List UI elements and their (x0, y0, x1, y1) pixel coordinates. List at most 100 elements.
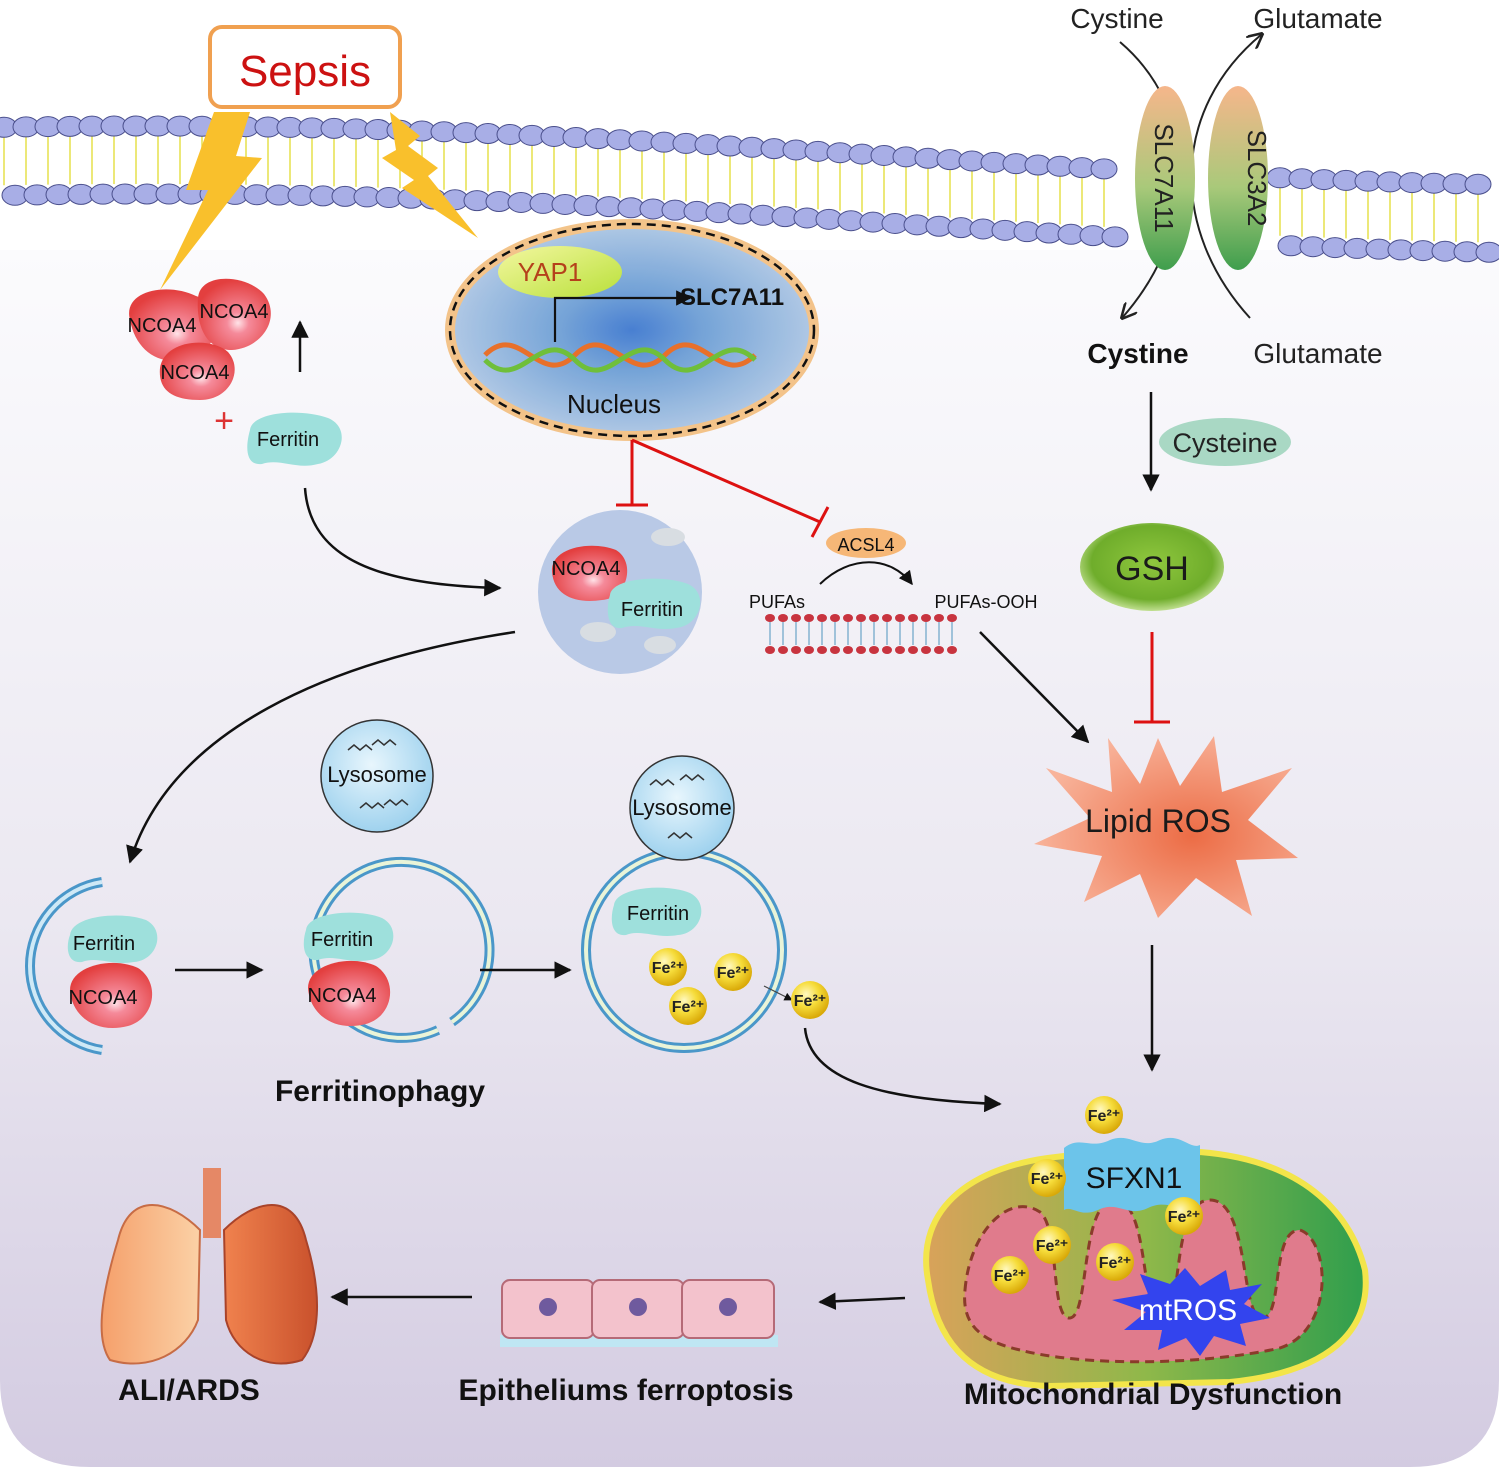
fe2-label: Fe²⁺ (717, 965, 749, 982)
fe2-label: Fe²⁺ (1099, 1255, 1131, 1272)
lipid-head (869, 646, 879, 654)
mtros-label: mtROS (1139, 1294, 1237, 1327)
lipid-to-ros-arrow (979, 631, 1090, 744)
ferritinophagy: Lysosome Ferritin NCOA4 Ferritin NCOA4 L… (25, 719, 1002, 1113)
iron-to-mito-arrow (803, 1027, 1002, 1113)
lipid-head (921, 646, 931, 654)
lipid-head (934, 646, 944, 654)
fe2-ion (991, 1256, 1029, 1294)
autophagosome-to-ferritinophagy-arrow (126, 630, 516, 864)
ferritin-blob (247, 412, 342, 466)
vesicle (644, 636, 676, 654)
ncoa4-blob (159, 342, 235, 400)
enzyme-squiggle (649, 779, 675, 786)
pufas-label: PUFAs (749, 592, 805, 612)
cysteine-label: Cysteine (1172, 428, 1277, 458)
lipid-ros-burst (1034, 736, 1298, 918)
vesicle (651, 528, 685, 546)
dna-strand-b (483, 347, 757, 373)
lipid-peroxidation: ACSL4 PUFAs PUFAs-OOH (749, 528, 1090, 744)
sfxn1-channel (1064, 1137, 1200, 1213)
epithelium-caption: Epitheliums ferroptosis (458, 1374, 793, 1407)
mito-caption: Mitochondrial Dysfunction (964, 1378, 1342, 1411)
ferritin-blob (303, 912, 394, 961)
fe2-label: Fe²⁺ (994, 1268, 1026, 1285)
iron-release-arrow (763, 985, 793, 1001)
fe2-ion (791, 981, 829, 1019)
acsl4-node (826, 528, 906, 558)
transcription-arrow (553, 290, 692, 342)
iron-ions: Fe²⁺Fe²⁺Fe²⁺Fe²⁺Fe²⁺Fe²⁺Fe²⁺Fe²⁺Fe²⁺Fe²⁺ (649, 948, 1203, 1294)
fe2-label: Fe²⁺ (652, 960, 684, 977)
lipid-ros-label: Lipid ROS (1085, 803, 1231, 839)
lipid-head (791, 646, 801, 654)
ferritinophagy-caption: Ferritinophagy (275, 1075, 485, 1108)
lipid-head (895, 646, 905, 654)
lipid-head (843, 646, 853, 654)
lipid-head (778, 646, 788, 654)
yap1-node (498, 246, 622, 298)
lipid-head (778, 614, 788, 622)
vesicle (580, 622, 616, 642)
xc-transporter: Cystine Glutamate SLC7A11 SLC3A2 Cystine… (1070, 3, 1382, 369)
autophagosome-ferritin-label: Ferritin (621, 599, 683, 621)
complex-to-autophagosome-arrow (303, 487, 502, 597)
fe2-ion (1165, 1197, 1203, 1235)
lipid-head (817, 646, 827, 654)
ferritin-blob (611, 887, 702, 936)
autophagosome: NCOA4 Ferritin (126, 510, 702, 864)
lung-caption: ALI/ARDS (118, 1374, 260, 1407)
yap1-label: YAP1 (518, 257, 583, 287)
autophagosome-membrane-inner (311, 859, 492, 1040)
ncoa4-blob (308, 960, 391, 1027)
intracellular-cystine: Cystine (1087, 338, 1188, 369)
nucleus: YAP1 SLC7A11 Nucleus (445, 219, 819, 441)
lysosome (629, 755, 735, 861)
sfxn1-label: SFXN1 (1086, 1162, 1183, 1195)
trachea (203, 1168, 221, 1238)
lipid-head (934, 614, 944, 622)
slc3a2-protein (1208, 86, 1268, 270)
enzyme-squiggle (667, 832, 693, 839)
ncoa4-label: NCOA4 (200, 301, 269, 323)
ncoa4-blob (197, 278, 271, 350)
slc7a11-protein (1135, 86, 1195, 270)
enzyme-squiggle (347, 744, 373, 751)
intracellular-glutamate: Glutamate (1253, 338, 1382, 369)
fe2-ion (714, 953, 752, 991)
sepsis-trigger: Sepsis (160, 25, 478, 290)
pufas-ooh-label: PUFAs-OOH (934, 592, 1037, 612)
gsh-node (1080, 523, 1224, 611)
dna-strand-a (483, 342, 757, 368)
lipid-head (843, 614, 853, 622)
fe2-label: Fe²⁺ (1088, 1108, 1120, 1125)
nucleus-label: Nucleus (567, 389, 661, 419)
step1-ncoa4-label: NCOA4 (69, 987, 138, 1009)
right-lung (222, 1204, 319, 1365)
phagophore-inner (28, 880, 103, 1052)
lipid-head (791, 614, 801, 622)
lipid-head (882, 646, 892, 654)
fe2-label: Fe²⁺ (672, 999, 704, 1016)
slc7a11-label: SLC7A11 (1149, 123, 1179, 232)
lipid-head (830, 614, 840, 622)
lungs-icon: ALI/ARDS (100, 1168, 319, 1407)
lipid-head (947, 614, 957, 622)
step3-ferritin-label: Ferritin (627, 903, 689, 925)
cysteine-node (1159, 418, 1291, 466)
ferritin-blob (607, 578, 701, 629)
acsl4-label: ACSL4 (837, 535, 894, 555)
lipid-head (908, 614, 918, 622)
lysosome-label: Lysosome (632, 795, 731, 820)
peroxidation-arrow (819, 561, 913, 586)
gsh-pathway: Cysteine GSH Lipid ROS (1034, 392, 1298, 1072)
lipid-head (804, 646, 814, 654)
enzyme-squiggle (383, 799, 409, 806)
left-lung (100, 1204, 202, 1365)
fe2-label: Fe²⁺ (1168, 1209, 1200, 1226)
inhibit-line-acsl4 (631, 438, 821, 524)
fe2-ion (1033, 1226, 1071, 1264)
ferritin-label: Ferritin (257, 429, 319, 451)
